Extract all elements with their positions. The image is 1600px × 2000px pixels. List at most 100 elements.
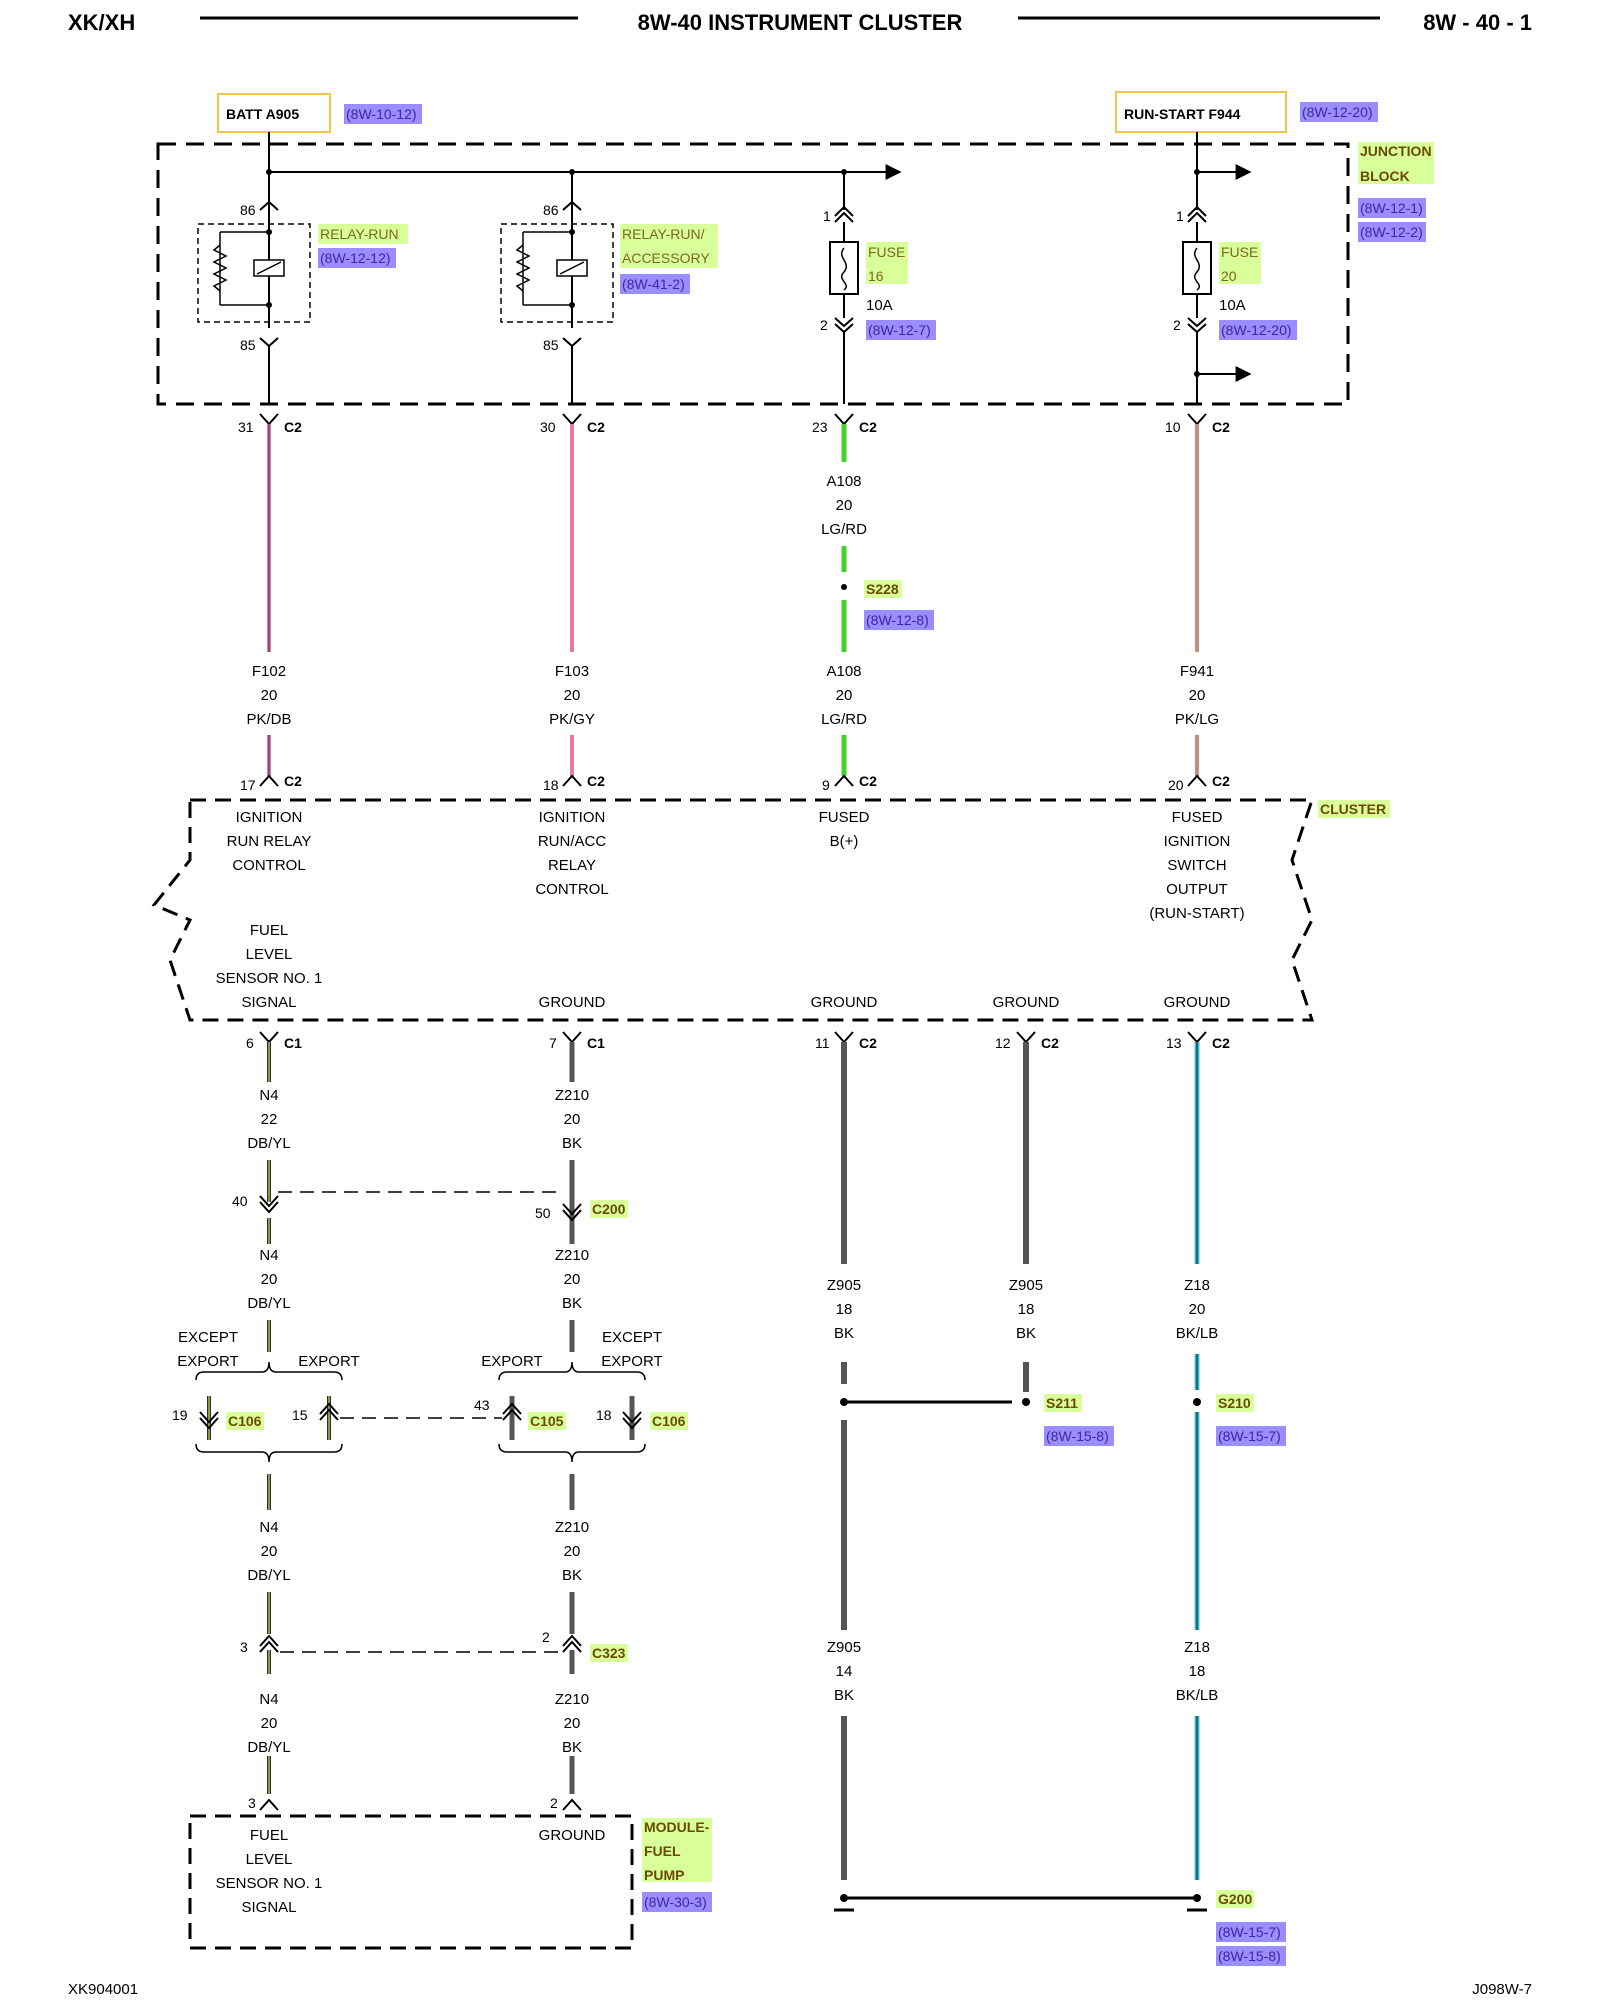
cl-b1-func-4: SIGNAL <box>241 994 296 1011</box>
n4-4-color: DB/YL <box>247 1739 290 1756</box>
cl-out-pin-2: 7 <box>549 1035 557 1051</box>
jb-out-conn-4: C2 <box>1212 419 1230 435</box>
c106-right-pin: 18 <box>596 1407 612 1423</box>
f102-color: PK/DB <box>246 711 291 728</box>
z18-a-gauge: 20 <box>1189 1301 1206 1318</box>
c105-left-pin: 15 <box>292 1407 308 1423</box>
cl-b1-func-2: LEVEL <box>246 946 293 963</box>
a108-top-gauge: 20 <box>836 497 853 514</box>
jb-out-conn-3: C2 <box>859 419 877 435</box>
cl-in-conn-1: C2 <box>284 773 302 789</box>
cl-out-conn-3: C2 <box>859 1035 877 1051</box>
cl-in-conn-3: C2 <box>859 773 877 789</box>
cl-in-conn-4: C2 <box>1212 773 1230 789</box>
source-runstart-ref: (8W-12-20) <box>1302 104 1373 120</box>
fuse16-pin-1: 1 <box>823 208 831 224</box>
wire-a108 <box>841 424 847 776</box>
g200-ref-1: (8W-15-7) <box>1218 1924 1281 1940</box>
cl-c3-func-2: B(+) <box>830 833 859 850</box>
z18-b-gauge: 18 <box>1189 1663 1206 1680</box>
module-b1-func-3: SENSOR NO. 1 <box>216 1875 323 1892</box>
s228-ref: (8W-12-8) <box>866 612 929 628</box>
cl-c3-func-1: FUSED <box>819 809 870 826</box>
cl-out-pin-5: 13 <box>1166 1035 1182 1051</box>
lower-labels-3: N4 20 DB/YL Z210 20 BK Z905 14 BK Z18 18… <box>247 1519 1218 1704</box>
relay-run-name: RELAY-RUN <box>320 226 399 242</box>
left-except-1: EXCEPT <box>178 1329 238 1346</box>
cl-out-pin-3: 11 <box>815 1035 830 1051</box>
jb-out-pin-3: 23 <box>812 419 828 435</box>
page-footer: XK904001 J098W-7 <box>68 1981 1532 1998</box>
z210-4-gauge: 20 <box>564 1715 581 1732</box>
fuse20-ref: (8W-12-20) <box>1221 322 1292 338</box>
z905-b-circuit: Z905 <box>1009 1277 1043 1294</box>
c105-right-pin: 43 <box>474 1397 490 1413</box>
n4-4-circuit: N4 <box>259 1691 278 1708</box>
connector-c106-left: 19 C106 <box>172 1407 264 1430</box>
fuse-16: 1 2 FUSE 16 10A (8W-12-7) <box>820 205 936 404</box>
right-except-1: EXCEPT <box>602 1329 662 1346</box>
splice-s210: S210 (8W-15-7) <box>1216 1394 1286 1446</box>
lower-labels-2: N4 20 DB/YL Z210 20 BK Z905 18 BK Z905 1… <box>247 1247 1218 1342</box>
relay-runacc-pin-86: 86 <box>543 202 559 218</box>
z905-c-gauge: 14 <box>836 1663 853 1680</box>
f103-color: PK/GY <box>549 711 595 728</box>
f941-color: PK/LG <box>1175 711 1219 728</box>
source-runstart: RUN-START F944 (8W-12-20) <box>1115 91 1378 133</box>
cl-out-conn-4: C2 <box>1041 1035 1059 1051</box>
footer-right-code: J098W-7 <box>1472 1981 1532 1998</box>
z210-1-gauge: 20 <box>564 1111 581 1128</box>
connector-c200: 40 50 C200 <box>232 1191 628 1222</box>
c105-right-name: C105 <box>530 1413 564 1429</box>
fuse20-pin-1: 1 <box>1176 208 1184 224</box>
f941-circuit: F941 <box>1180 663 1214 680</box>
z905-c-color: BK <box>834 1687 854 1704</box>
cluster-output-connectors: 6 C1 7 C1 11 C2 12 C2 13 C2 <box>246 1031 1230 1051</box>
c323-name: C323 <box>592 1645 626 1661</box>
cl-c4-func-1: FUSED <box>1172 809 1223 826</box>
source-runstart-label: RUN-START F944 <box>1124 106 1241 122</box>
option-braces-bottom <box>195 1443 646 1463</box>
model-code: XK/XH <box>68 10 135 35</box>
jb-out-pin-1: 31 <box>238 419 254 435</box>
junction-block: JUNCTION BLOCK (8W-12-1) (8W-12-2) <box>156 132 1434 406</box>
cl-b3-func: GROUND <box>811 994 878 1011</box>
f102-circuit: F102 <box>252 663 286 680</box>
module-ref: (8W-30-3) <box>644 1894 707 1910</box>
relay-run-pin-86: 86 <box>240 202 256 218</box>
cl-in-pin-4: 20 <box>1168 777 1184 793</box>
wire-z210 <box>509 1042 635 1794</box>
z18-b-color: BK/LB <box>1176 1687 1219 1704</box>
cluster-box: CLUSTER IGNITION RUN RELAY CONTROL IGNIT… <box>151 798 1390 1022</box>
g200-name: G200 <box>1218 1891 1252 1907</box>
junction-block-name-1: JUNCTION <box>1360 143 1432 159</box>
cl-c2-func-1: IGNITION <box>539 809 606 826</box>
ground-g200: G200 (8W-15-7) (8W-15-8) <box>834 1890 1286 1966</box>
cl-out-pin-1: 6 <box>246 1035 254 1051</box>
c323-pin-b1: 3 <box>240 1639 248 1655</box>
s211-name: S211 <box>1046 1395 1078 1411</box>
relay-runacc-name-2: ACCESSORY <box>622 250 710 266</box>
module-name-2: FUEL <box>644 1843 681 1859</box>
cl-b5-func: GROUND <box>1164 994 1231 1011</box>
wire-z905 <box>840 1042 1030 1880</box>
z905-c-circuit: Z905 <box>827 1639 861 1656</box>
jb-out-conn-2: C2 <box>587 419 605 435</box>
a108-circuit: A108 <box>826 663 861 680</box>
cl-c1-func-3: CONTROL <box>232 857 305 874</box>
jb-out-pin-4: 10 <box>1165 419 1181 435</box>
left-export: EXPORT <box>298 1353 359 1370</box>
footer-left-code: XK904001 <box>68 1981 138 1998</box>
junction-block-ref-1: (8W-12-1) <box>1360 200 1423 216</box>
s210-name: S210 <box>1218 1395 1251 1411</box>
cl-b1-func-1: FUEL <box>250 922 288 939</box>
n4-2-color: DB/YL <box>247 1295 290 1312</box>
module-name-3: PUMP <box>644 1867 684 1883</box>
source-batt-label: BATT A905 <box>226 106 299 122</box>
c106-left-name: C106 <box>228 1413 262 1429</box>
fuse20-rating: 10A <box>1219 297 1246 314</box>
n4-3-gauge: 20 <box>261 1543 278 1560</box>
n4-3-circuit: N4 <box>259 1519 278 1536</box>
wire-n4 <box>207 1042 331 1794</box>
